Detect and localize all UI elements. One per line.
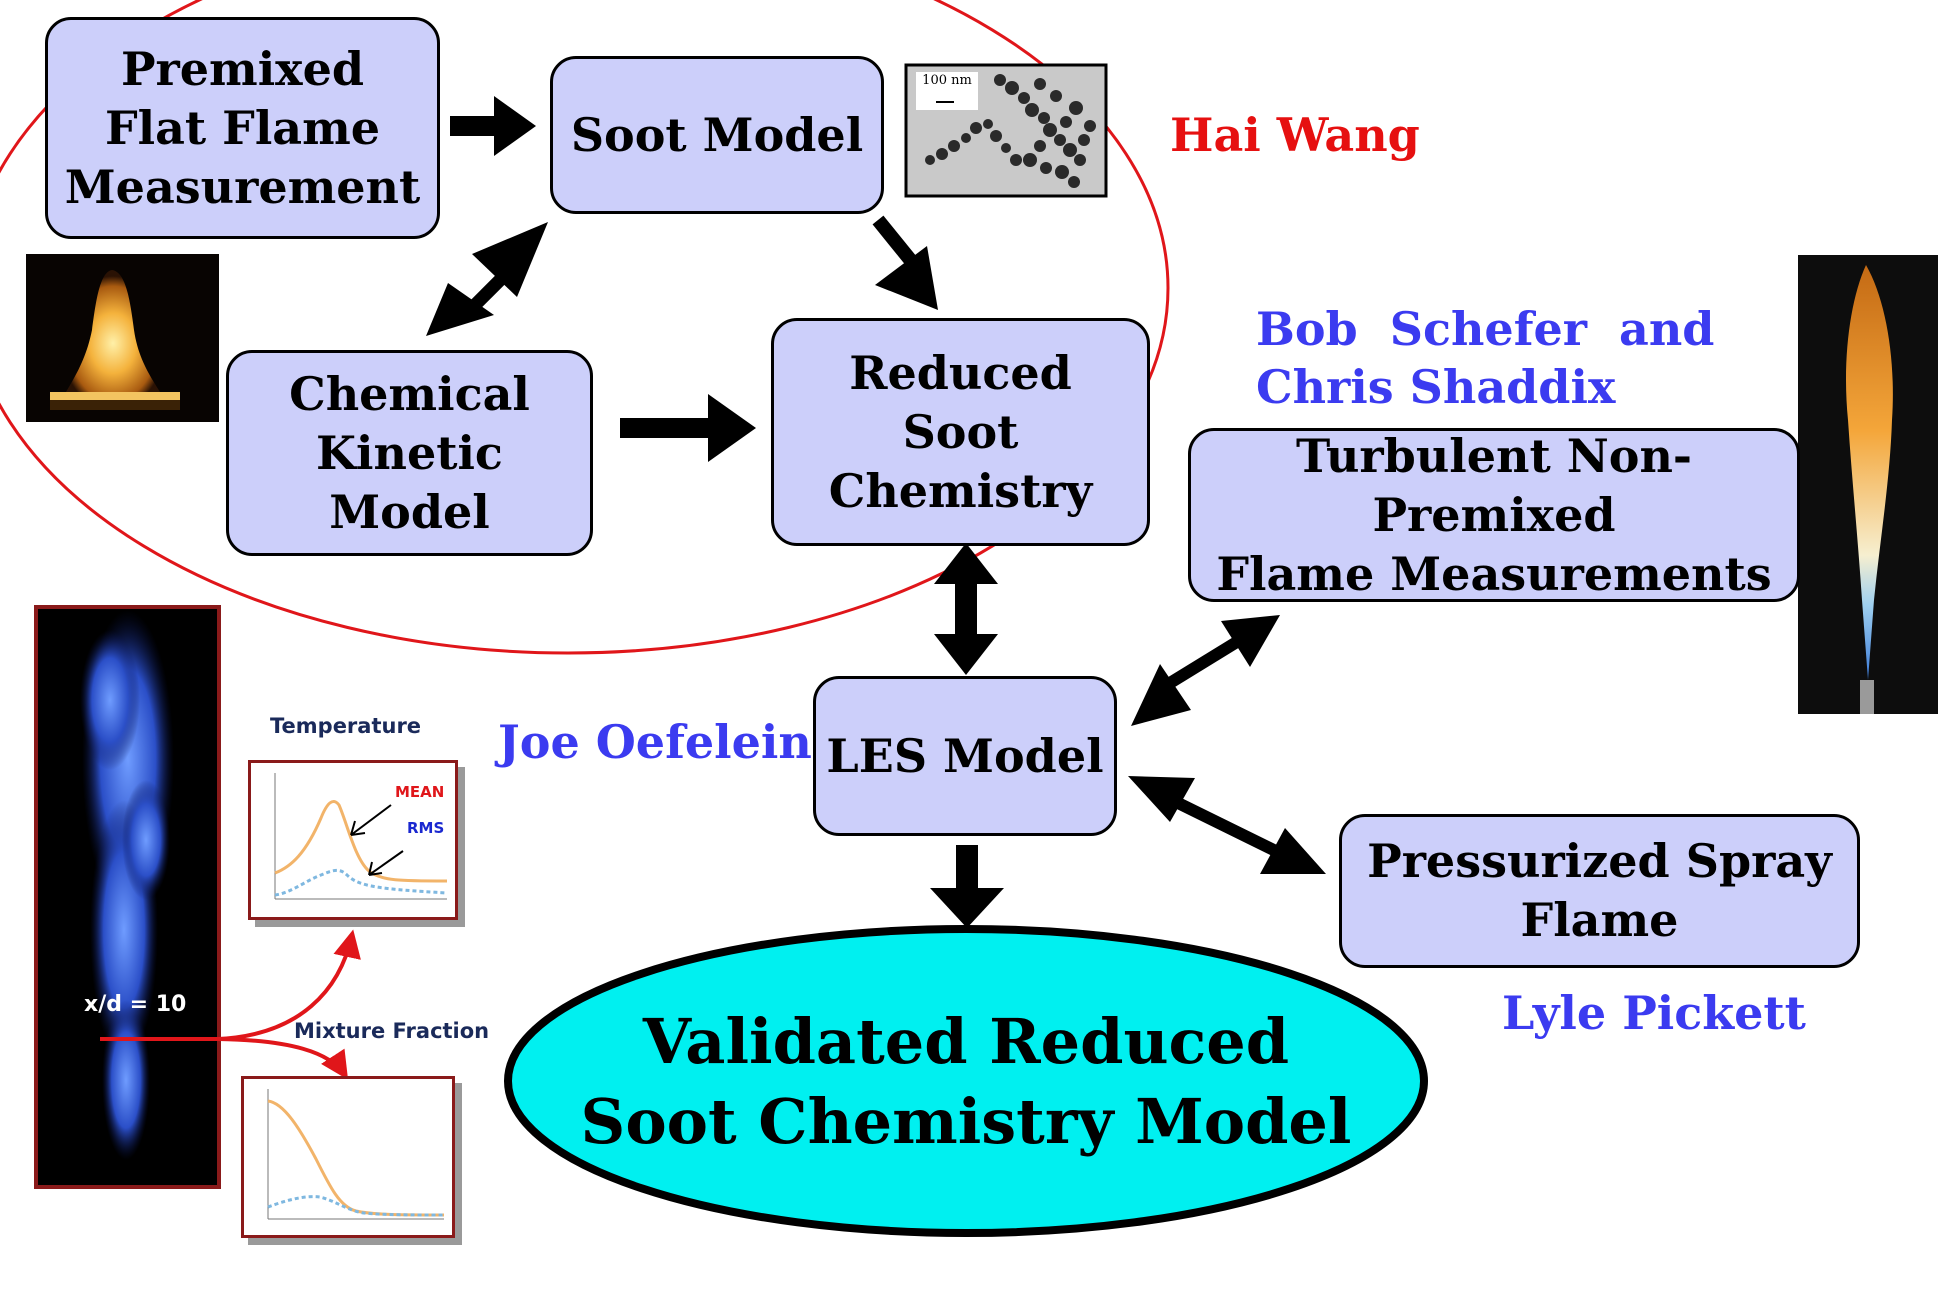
arrow-les-to-validated xyxy=(930,845,1004,928)
les-jet-image xyxy=(34,605,221,1189)
temperature-plot-axes xyxy=(274,773,448,900)
premixed-flame-box: Premixed Flat Flame Measurement xyxy=(45,17,440,239)
person-schefer-shaddix: Bob Schefer and Chris Shaddix xyxy=(1256,302,1715,414)
spray-flame-label: Pressurized Spray Flame xyxy=(1367,834,1832,947)
temperature-plot: MEAN RMS xyxy=(248,760,458,920)
les-model-label: LES Model xyxy=(826,728,1104,783)
arrow-reduced-les xyxy=(934,543,998,675)
arrow-soot-chemical xyxy=(426,222,548,336)
arrow-les-turbulent xyxy=(1131,615,1280,726)
chemical-kinetic-box: Chemical Kinetic Model xyxy=(226,350,593,556)
arrow-chemical-to-reduced xyxy=(620,394,756,462)
validated-model-label: Validated Reduced Soot Chemistry Model xyxy=(580,1005,1352,1158)
arrow-premixed-to-soot xyxy=(450,96,536,156)
jet-sample-arrows xyxy=(100,929,361,1080)
validated-ellipse xyxy=(504,925,1428,1237)
temperature-mean-label: MEAN xyxy=(395,783,445,801)
premixed-flame-label: Premixed Flat Flame Measurement xyxy=(64,41,421,214)
person-hai-wang: Hai Wang xyxy=(1170,108,1420,162)
soot-model-label: Soot Model xyxy=(570,107,864,162)
flat-flame-photo xyxy=(26,254,219,422)
arrow-soot-to-reduced xyxy=(872,215,938,310)
temperature-plot-title: Temperature xyxy=(270,714,422,738)
person-oefelein: Joe Oefelein xyxy=(498,715,812,769)
temperature-rms-label: RMS xyxy=(407,819,445,837)
turbulent-label: Turbulent Non-Premixed Flame Measurement… xyxy=(1216,428,1772,601)
reduced-soot-label: Reduced Soot Chemistry xyxy=(828,345,1093,518)
highlight-ellipse xyxy=(0,0,1170,655)
spray-flame-box: Pressurized Spray Flame xyxy=(1339,814,1860,968)
micrograph-scale-label: 100 nm xyxy=(922,73,972,88)
jet-xd-label: x/d = 10 xyxy=(84,992,187,1017)
chemical-kinetic-label: Chemical Kinetic Model xyxy=(289,366,530,539)
soot-micrograph xyxy=(904,63,1108,198)
person-pickett: Lyle Pickett xyxy=(1502,986,1806,1040)
reduced-soot-box: Reduced Soot Chemistry xyxy=(771,318,1150,546)
mixture-plot-title: Mixture Fraction xyxy=(294,1019,490,1043)
turbulent-flame-photo xyxy=(1798,255,1938,714)
arrow-les-spray xyxy=(1128,776,1326,874)
les-model-box: LES Model xyxy=(813,676,1117,836)
turbulent-box: Turbulent Non-Premixed Flame Measurement… xyxy=(1188,428,1800,602)
mixture-plot-axes xyxy=(267,1089,445,1220)
mixture-plot xyxy=(241,1076,455,1238)
soot-model-box: Soot Model xyxy=(550,56,884,214)
